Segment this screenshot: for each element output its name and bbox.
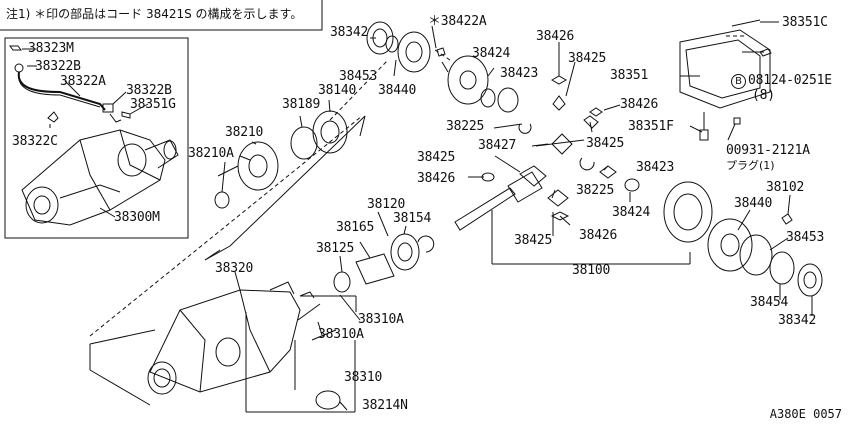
part-label-38424-b: 38424 bbox=[612, 205, 651, 220]
part-label-38225-a: 38225 bbox=[446, 119, 485, 134]
pinion-bearing-group bbox=[333, 233, 435, 293]
part-label-38214n: 38214N bbox=[362, 398, 408, 413]
part-label-38322b: 38322B bbox=[126, 83, 172, 98]
diagram-code: A380E 0057 bbox=[769, 407, 842, 421]
part-label-38210a: 38210A bbox=[188, 146, 234, 161]
part-label-38427: 38427 bbox=[478, 138, 517, 153]
part-label-38426-d: 38426 bbox=[579, 228, 618, 243]
parts-note: 注1) ＊印の部品はコード 38421S の構成を示します。 bbox=[6, 7, 303, 21]
part-label-38320: 38320 bbox=[215, 261, 254, 276]
part-label-38154: 38154 bbox=[393, 211, 432, 226]
part-label-38426-c: 38426 bbox=[417, 171, 456, 186]
part-label-38422a: ＊38422A bbox=[428, 14, 487, 29]
part-label-38310: 38310 bbox=[344, 370, 383, 385]
ring-gear bbox=[663, 181, 713, 243]
part-label-38322a: 38322A bbox=[60, 74, 106, 89]
part-label-38351: 38351 bbox=[610, 68, 649, 83]
part-label-38425-c: 38425 bbox=[417, 150, 456, 165]
part-label-38440: 38440 bbox=[734, 196, 773, 211]
note-frame bbox=[0, 0, 323, 31]
part-label-38322c: 38322C bbox=[12, 134, 58, 149]
part-label-38189: 38189 bbox=[282, 97, 321, 112]
part-label-38342: 38342 bbox=[778, 313, 817, 328]
part-label-38453: 38453 bbox=[786, 230, 825, 245]
part-label-38323m: 38323M bbox=[28, 41, 74, 56]
gear-carrier-housing bbox=[89, 281, 357, 413]
part-label-38140: 38140 bbox=[318, 83, 357, 98]
leader-lines bbox=[221, 21, 813, 411]
part-label-38425-a: 38425 bbox=[568, 51, 607, 66]
part-label-08124-qty: (8) bbox=[752, 88, 775, 103]
part-label-38322b-inset: 38322B bbox=[35, 59, 81, 74]
part-label-38225-b: 38225 bbox=[576, 183, 615, 198]
part-label-38423-top: 38423 bbox=[500, 66, 539, 81]
part-label-38440-top: 38440 bbox=[378, 83, 417, 98]
diff-case-right bbox=[707, 213, 823, 297]
part-label-38210: 38210 bbox=[225, 125, 264, 140]
part-label-38351g: 38351G bbox=[130, 97, 176, 112]
part-label-38300m: 38300M bbox=[114, 210, 160, 225]
part-label-38310a-b: 38310A bbox=[318, 327, 364, 342]
part-label-38125: 38125 bbox=[316, 241, 355, 256]
part-label-38424-top: 38424 bbox=[472, 46, 511, 61]
part-label-38426-b: 38426 bbox=[620, 97, 659, 112]
part-label-38425-d: 38425 bbox=[514, 233, 553, 248]
inset-breather-parts bbox=[9, 45, 149, 128]
part-label-38453-top: 38453 bbox=[339, 69, 378, 84]
part-label-38351c: 38351C bbox=[782, 15, 828, 30]
part-label-08124-0251e: 08124-0251E bbox=[748, 73, 832, 88]
part-label-38454: 38454 bbox=[750, 295, 789, 310]
part-label-38425-b: 38425 bbox=[586, 136, 625, 151]
part-label-38102: 38102 bbox=[766, 180, 805, 195]
part-label-38100: 38100 bbox=[572, 263, 611, 278]
inset-frame bbox=[4, 37, 189, 239]
part-label-38310a-a: 38310A bbox=[358, 312, 404, 327]
part-label-00931-2121a: 00931-2121A bbox=[726, 143, 810, 158]
part-label-38165: 38165 bbox=[336, 220, 375, 235]
part-label-plug-qty: プラグ(1) bbox=[726, 159, 775, 172]
part-label-38426-a: 38426 bbox=[536, 29, 575, 44]
part-label-38351f: 38351F bbox=[628, 119, 674, 134]
rear-cover bbox=[679, 19, 772, 141]
part-label-38423-b: 38423 bbox=[636, 160, 675, 175]
drive-pinion-shaft bbox=[454, 171, 691, 265]
assembly-dashed-lines bbox=[89, 35, 745, 337]
bolt-marker-b: B bbox=[731, 74, 746, 89]
part-label-38342-top: 38342 bbox=[330, 25, 369, 40]
part-label-38120: 38120 bbox=[367, 197, 406, 212]
inset-housing-assembly bbox=[21, 129, 179, 226]
